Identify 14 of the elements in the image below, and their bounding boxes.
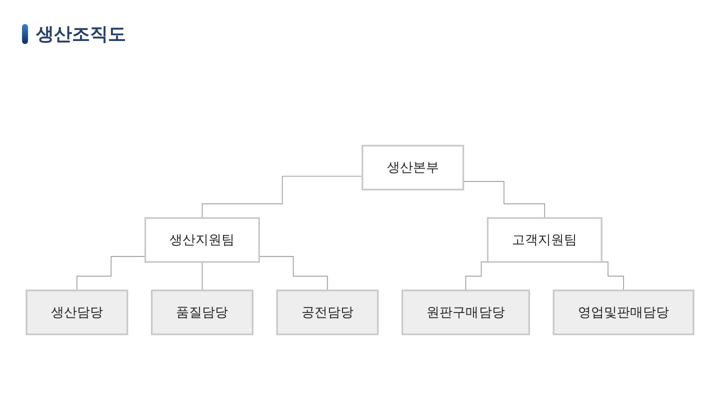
node-box: 영업및판매담당 bbox=[552, 290, 694, 336]
connector bbox=[462, 181, 546, 218]
connector bbox=[202, 176, 363, 218]
node-box: 공전담당 bbox=[276, 290, 379, 336]
node-box: 품질담당 bbox=[150, 290, 254, 336]
connector bbox=[258, 256, 328, 291]
node-box: 생산담당 bbox=[26, 290, 128, 336]
connector bbox=[76, 256, 146, 291]
connector bbox=[202, 262, 203, 291]
node-box: 원판구매담당 bbox=[401, 290, 530, 336]
node-box: 생산본부 bbox=[362, 144, 464, 190]
title: 생산조직도 bbox=[36, 23, 126, 46]
node-box: 고객지원팀 bbox=[486, 217, 602, 263]
node-box: 생산지원팀 bbox=[144, 217, 260, 263]
